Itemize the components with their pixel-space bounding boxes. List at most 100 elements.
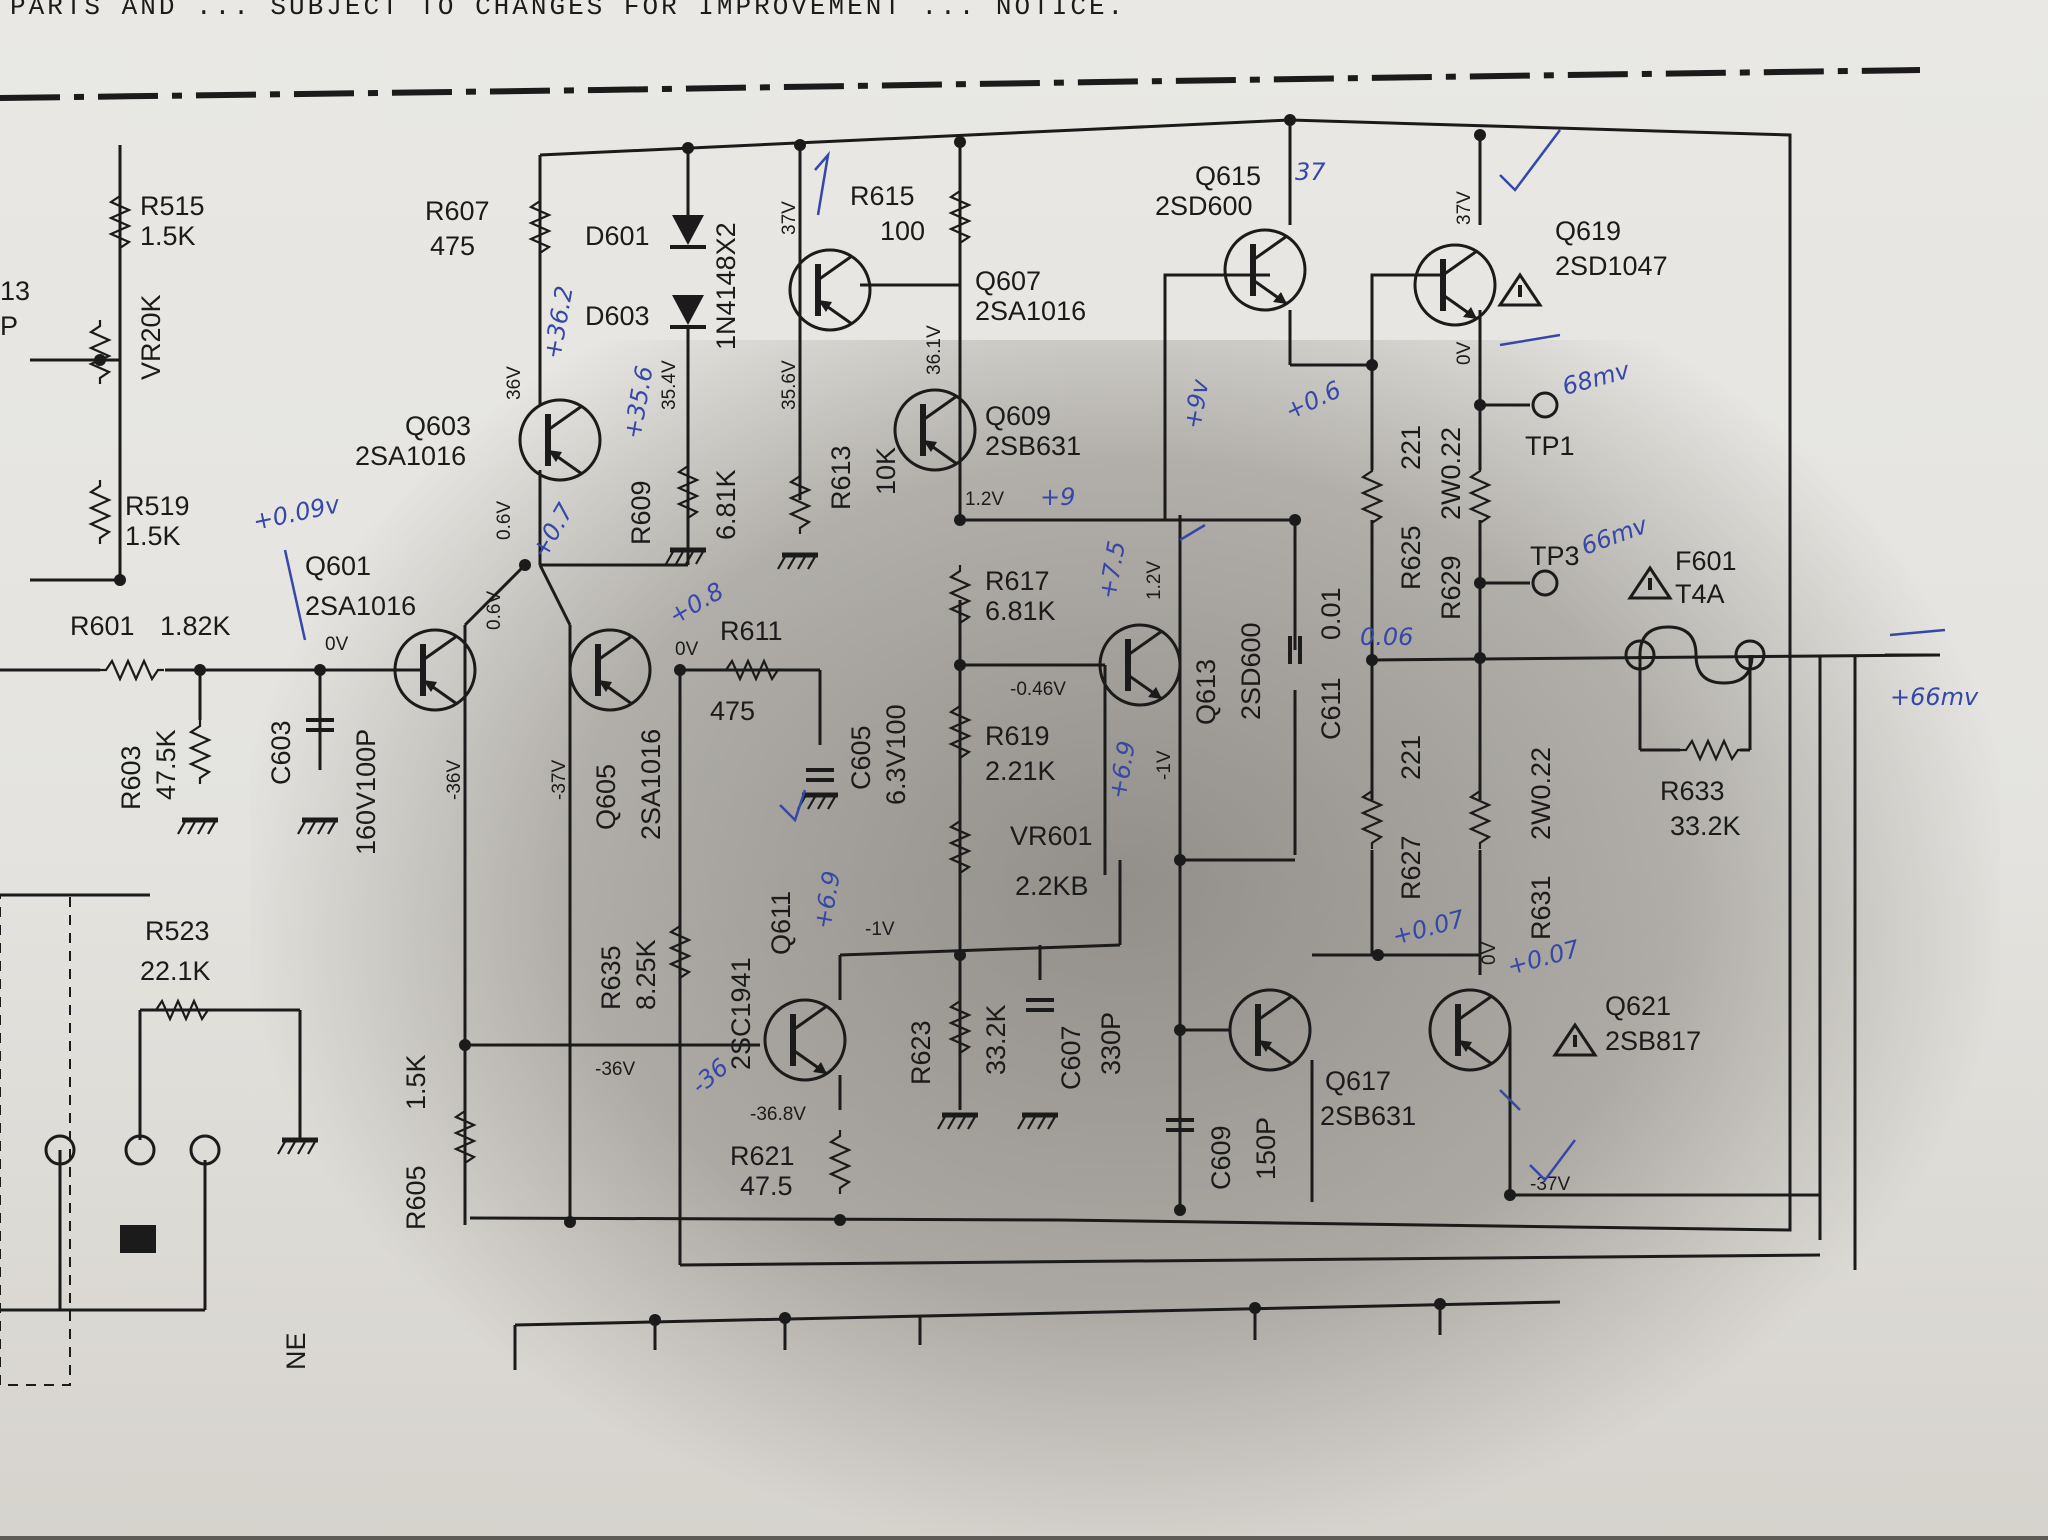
label-q621: Q621 bbox=[1605, 991, 1671, 1021]
label-r631: R631 bbox=[1526, 875, 1556, 940]
value-r605: 1.5K bbox=[401, 1054, 431, 1110]
label-r625: R625 bbox=[1396, 525, 1426, 590]
value-r621: 47.5 bbox=[740, 1171, 793, 1201]
voltage-minus-37v-a: -37V bbox=[549, 760, 570, 800]
label-q613: Q613 bbox=[1191, 659, 1221, 725]
pen-note-0-8: +0.8 bbox=[664, 577, 728, 630]
value-q601: 2SA1016 bbox=[305, 591, 416, 621]
input-terminals bbox=[0, 894, 221, 1386]
wiring bbox=[0, 118, 1941, 1370]
pen-note-6-9-b: +6.9 bbox=[808, 869, 846, 931]
pen-note-37: 37 bbox=[1295, 158, 1326, 186]
transistor-q613 bbox=[1100, 625, 1180, 705]
value-r625: 221 bbox=[1396, 425, 1426, 470]
value-r633: 33.2K bbox=[1670, 811, 1741, 841]
pen-note-0-09v: +0.09v bbox=[250, 490, 342, 536]
voltage-minus-1v-a: -1V bbox=[1154, 750, 1175, 780]
label-d601: D601 bbox=[585, 221, 650, 251]
label-f601: F601 bbox=[1675, 546, 1737, 576]
value-r611: 475 bbox=[710, 696, 755, 726]
label-vr20k: VR20K bbox=[136, 294, 166, 380]
voltage-0v-d: 0V bbox=[1479, 941, 1500, 965]
label-r623: R623 bbox=[906, 1020, 936, 1085]
label-r605: R605 bbox=[401, 1165, 431, 1230]
pen-note-6-9-a: +6.9 bbox=[1103, 739, 1141, 801]
value-r607: 475 bbox=[430, 231, 475, 261]
label-left-p: P bbox=[0, 311, 18, 341]
voltage-0v-a: 0V bbox=[325, 634, 349, 655]
label-r515: R515 bbox=[140, 191, 205, 221]
voltage-0v-b: 0V bbox=[675, 639, 699, 660]
voltage-36v: 36V bbox=[504, 366, 525, 400]
value-q621: 2SB817 bbox=[1605, 1026, 1701, 1056]
value-q613: 2SD600 bbox=[1236, 622, 1266, 720]
voltage-minus-1v-b: -1V bbox=[865, 919, 895, 940]
value-q609: 2SB631 bbox=[985, 431, 1081, 461]
voltage-35-4v: 35.4V bbox=[659, 360, 680, 410]
value-r623: 33.2K bbox=[981, 1004, 1011, 1075]
transistor-q607 bbox=[790, 250, 870, 330]
warning-icon bbox=[1497, 272, 1543, 307]
value-c605: 6.3V100 bbox=[881, 704, 911, 805]
value-c603: 160V100P bbox=[351, 729, 381, 855]
value-r523: 22.1K bbox=[140, 956, 211, 986]
value-q605: 2SA1016 bbox=[636, 729, 666, 840]
label-left-13: 13 bbox=[0, 276, 30, 306]
label-r519: R519 bbox=[125, 491, 190, 521]
label-r621: R621 bbox=[730, 1141, 795, 1171]
voltage-36-1v: 36.1V bbox=[924, 325, 945, 375]
transistor-q611 bbox=[765, 1000, 845, 1080]
transistor-q609 bbox=[895, 390, 975, 470]
value-r603: 47.5K bbox=[151, 729, 181, 800]
safety-warning-icons bbox=[1497, 272, 1673, 1057]
voltage-1-2v-b: 1.2V bbox=[1144, 561, 1165, 600]
value-q619: 2SD1047 bbox=[1555, 251, 1668, 281]
value-c609: 150P bbox=[1251, 1117, 1281, 1180]
label-r633: R633 bbox=[1660, 776, 1725, 806]
warning-icon bbox=[1552, 1022, 1598, 1057]
value-q615: 2SD600 bbox=[1155, 191, 1253, 221]
label-r629: R629 bbox=[1436, 555, 1466, 620]
diodes bbox=[670, 215, 706, 329]
transistor-q615 bbox=[1225, 230, 1305, 310]
value-q603: 2SA1016 bbox=[355, 441, 466, 471]
label-r615: R615 bbox=[850, 181, 915, 211]
label-q605: Q605 bbox=[591, 764, 621, 830]
voltage-minus-36-8v: -36.8V bbox=[750, 1104, 806, 1125]
label-q607: Q607 bbox=[975, 266, 1041, 296]
value-r629: 2W0.22 bbox=[1436, 427, 1466, 520]
label-r619: R619 bbox=[985, 721, 1050, 751]
transistor-q603 bbox=[520, 400, 600, 480]
voltage-minus-37v-b: -37V bbox=[1530, 1174, 1570, 1195]
label-q615: Q615 bbox=[1195, 161, 1261, 191]
value-f601: T4A bbox=[1675, 579, 1725, 609]
header: PARTS AND ... SUBJECT TO CHANGES FOR IMP… bbox=[10, 0, 1123, 22]
label-q601: Q601 bbox=[305, 551, 371, 581]
label-q617: Q617 bbox=[1325, 1066, 1391, 1096]
pen-note-0-6: +0.6 bbox=[1281, 375, 1346, 425]
board-boundary bbox=[0, 67, 1921, 101]
label-vr601: VR601 bbox=[1010, 821, 1093, 851]
value-r613: 10K bbox=[871, 447, 901, 495]
label-c603: C603 bbox=[266, 720, 296, 785]
label-r613: R613 bbox=[826, 445, 856, 510]
pen-note-0-07-b: +0.07 bbox=[1504, 935, 1583, 981]
label-r611: R611 bbox=[720, 616, 783, 646]
component-labels: R515 1.5K 13 P VR20K R519 1.5K R607 475 … bbox=[0, 161, 1741, 1370]
label-ne: NE bbox=[281, 1332, 311, 1370]
test-points bbox=[1531, 391, 1559, 597]
pen-note-0-7: +0.7 bbox=[526, 498, 580, 563]
value-r617: 6.81K bbox=[985, 596, 1056, 626]
pen-note-plus-66mv: +66mv bbox=[1890, 683, 1979, 711]
label-c605: C605 bbox=[846, 725, 876, 790]
voltage-35-6v: 35.6V bbox=[779, 360, 800, 410]
pen-note-0-06: 0.06 bbox=[1360, 623, 1413, 651]
label-tp3: TP3 bbox=[1530, 541, 1580, 571]
label-1n4148x2: 1N4148X2 bbox=[711, 222, 741, 350]
voltage-1-2v-a: 1.2V bbox=[965, 489, 1004, 510]
transistor-q617 bbox=[1230, 990, 1310, 1070]
voltage-minus-36v-b: -36V bbox=[595, 1059, 635, 1080]
value-q607: 2SA1016 bbox=[975, 296, 1086, 326]
voltage-0v-c: 0V bbox=[1454, 341, 1475, 365]
transistor-q621 bbox=[1430, 990, 1510, 1070]
